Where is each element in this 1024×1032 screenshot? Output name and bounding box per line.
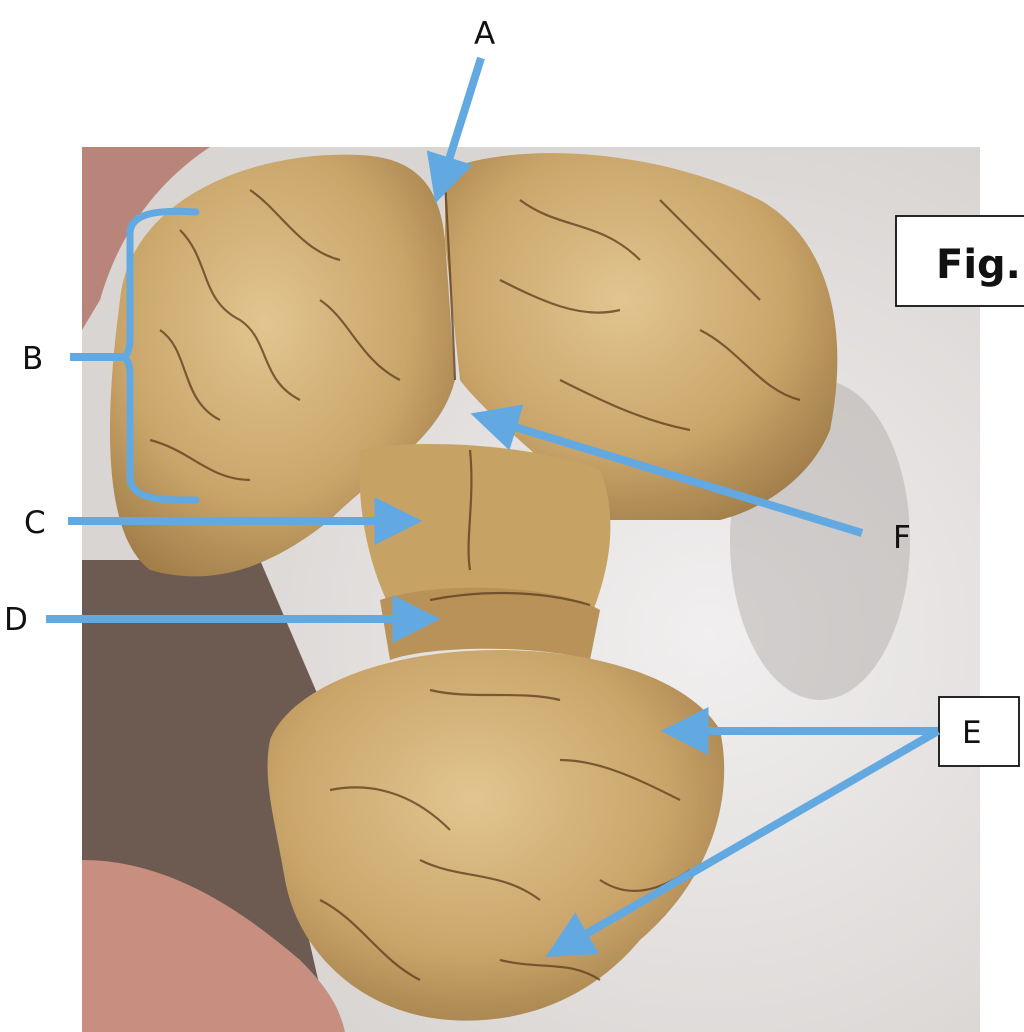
label-e: E <box>962 715 982 751</box>
label-c: C <box>24 505 46 541</box>
arrow-e-lower <box>545 727 940 958</box>
label-a: A <box>474 16 495 52</box>
sulci <box>149 179 801 981</box>
label-f: F <box>893 520 911 556</box>
figure-label: Fig. <box>936 242 1021 288</box>
label-e-box: E <box>938 696 1020 767</box>
finger-bottom-left <box>82 860 345 1032</box>
figure-label-box: Fig. <box>895 215 1024 307</box>
right-hemisphere <box>445 153 838 520</box>
brace-b <box>70 207 200 504</box>
label-d: D <box>4 602 28 638</box>
arrow-a <box>426 56 485 204</box>
cerebellum <box>267 650 725 1021</box>
specimen-photo <box>82 147 980 1032</box>
arrow-f <box>470 404 864 537</box>
finger-top-left <box>82 147 210 330</box>
label-b: B <box>22 341 43 377</box>
